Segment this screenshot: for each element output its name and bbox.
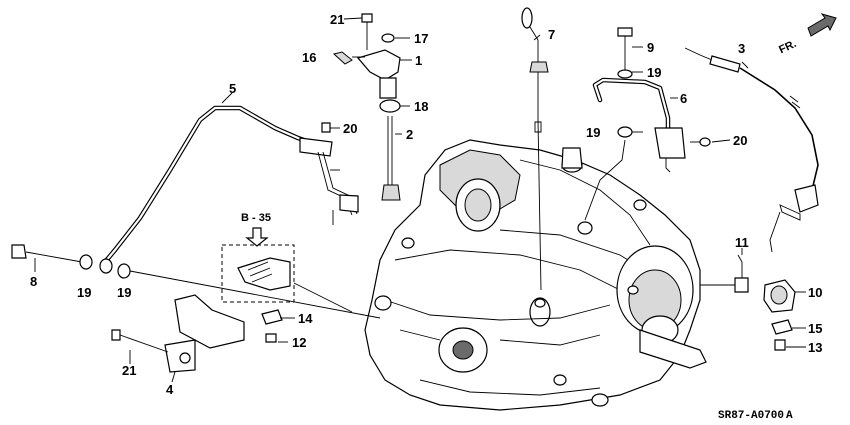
- shift-cable: [684, 47, 819, 253]
- callout-20-left: 20: [343, 121, 357, 136]
- callout-1: 1: [415, 53, 422, 68]
- callout-20-right: 20: [733, 133, 747, 148]
- callout-12: 12: [292, 335, 306, 350]
- callout-14: 14: [298, 311, 313, 326]
- callout-17: 17: [414, 31, 428, 46]
- callout-13: 13: [808, 340, 822, 355]
- leader-lines: [34, 17, 806, 383]
- callout-9: 9: [647, 40, 654, 55]
- callout-3: 3: [738, 41, 745, 56]
- diagram-code-main: SR87-A0700: [718, 410, 784, 422]
- transmission-housing: [364, 139, 707, 411]
- callout-19-left-a: 19: [77, 285, 91, 300]
- callout-10: 10: [808, 285, 822, 300]
- reference-box: [221, 227, 353, 343]
- mount-bracket: [11, 244, 381, 373]
- callout-21: 21: [330, 12, 344, 27]
- callout-19-upper: 19: [647, 65, 661, 80]
- callout-5: 5: [229, 81, 236, 96]
- front-label: FR.: [777, 38, 798, 56]
- callout-2: 2: [406, 127, 413, 142]
- dipstick: [521, 7, 549, 308]
- callout-19-left-b: 19: [117, 285, 131, 300]
- callout-21-lower: 21: [122, 363, 136, 378]
- cooler-pipe-left: [102, 105, 359, 265]
- front-direction-arrow: FR.: [777, 13, 837, 56]
- callout-8: 8: [30, 274, 37, 289]
- right-cover-parts: [700, 254, 796, 351]
- callout-7: 7: [548, 27, 555, 42]
- callout-15: 15: [808, 321, 822, 336]
- callout-16: 16: [302, 50, 316, 65]
- callout-11: 11: [735, 235, 749, 250]
- callout-6: 6: [680, 91, 687, 106]
- reference-label: B - 35: [241, 212, 271, 224]
- speed-sensor-assembly: [332, 13, 401, 201]
- diagram-code-suffix: A: [786, 410, 793, 422]
- callout-4: 4: [166, 382, 174, 397]
- cooler-pipe-right: [584, 27, 711, 221]
- callout-labels: 21 17 16 1 18 2 5 20 7 9 19 6 19 20 3 11…: [30, 12, 822, 397]
- callout-18: 18: [414, 99, 428, 114]
- callout-19-mid: 19: [586, 125, 600, 140]
